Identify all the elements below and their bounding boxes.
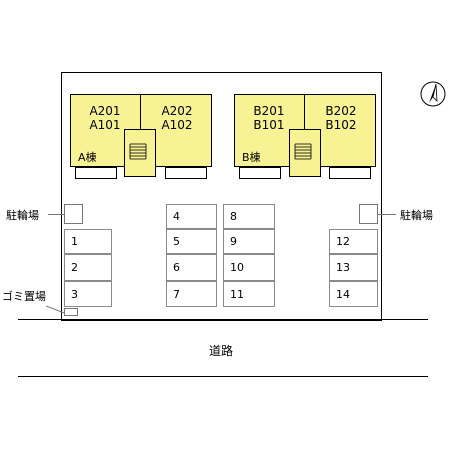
bike-parking-left-label: 駐輪場 [6, 209, 39, 222]
unit-a101: A101 [89, 118, 121, 132]
unit-a102: A102 [161, 118, 193, 132]
parking-space: 4 [166, 204, 217, 229]
compass [418, 79, 448, 109]
balcony-a-left [75, 167, 117, 179]
parking-space: 12 [329, 229, 378, 254]
balcony-b-left [239, 167, 281, 179]
unit-a-right: A202 A102 [152, 104, 202, 132]
road-edge-top [18, 319, 428, 320]
parking-space: 10 [223, 254, 275, 281]
north-arrow-icon [420, 81, 446, 107]
garbage-leader [45, 300, 68, 315]
balcony-b-right [329, 167, 371, 179]
bike-right-leader [378, 214, 396, 215]
parking-space: 13 [329, 254, 378, 281]
unit-a-left: A201 A101 [80, 104, 130, 132]
unit-b102: B102 [325, 118, 357, 132]
building-b-stair [289, 129, 321, 177]
parking-space: 9 [223, 229, 275, 254]
parking-space: 2 [64, 254, 112, 281]
building-a-stair [124, 129, 156, 177]
parking-space: 7 [166, 281, 217, 307]
balcony-a-right [165, 167, 207, 179]
building-b-name: B棟 [242, 151, 261, 164]
unit-a201: A201 [89, 104, 121, 118]
parking-space: 5 [166, 229, 217, 254]
parking-space: 8 [223, 204, 275, 229]
parking-space: 3 [64, 281, 112, 307]
parking-space: 6 [166, 254, 217, 281]
unit-b201: B201 [253, 104, 285, 118]
road-edge-bottom [18, 376, 428, 377]
garbage-area [64, 308, 78, 316]
bike-left-leader [48, 214, 64, 215]
bike-parking-right-label: 駐輪場 [400, 209, 433, 222]
unit-b-left: B201 B101 [244, 104, 294, 132]
unit-a202: A202 [161, 104, 193, 118]
unit-b202: B202 [325, 104, 357, 118]
parking-space: 1 [64, 229, 112, 254]
unit-b101: B101 [253, 118, 285, 132]
garbage-label: ゴミ置場 [2, 290, 46, 303]
parking-space: 14 [329, 281, 378, 307]
building-a-name: A棟 [78, 151, 97, 164]
parking-space: 11 [223, 281, 275, 307]
bike-parking-right [359, 204, 378, 224]
road-label: 道路 [209, 344, 234, 358]
bike-parking-left [64, 204, 83, 224]
unit-b-right: B202 B102 [316, 104, 366, 132]
